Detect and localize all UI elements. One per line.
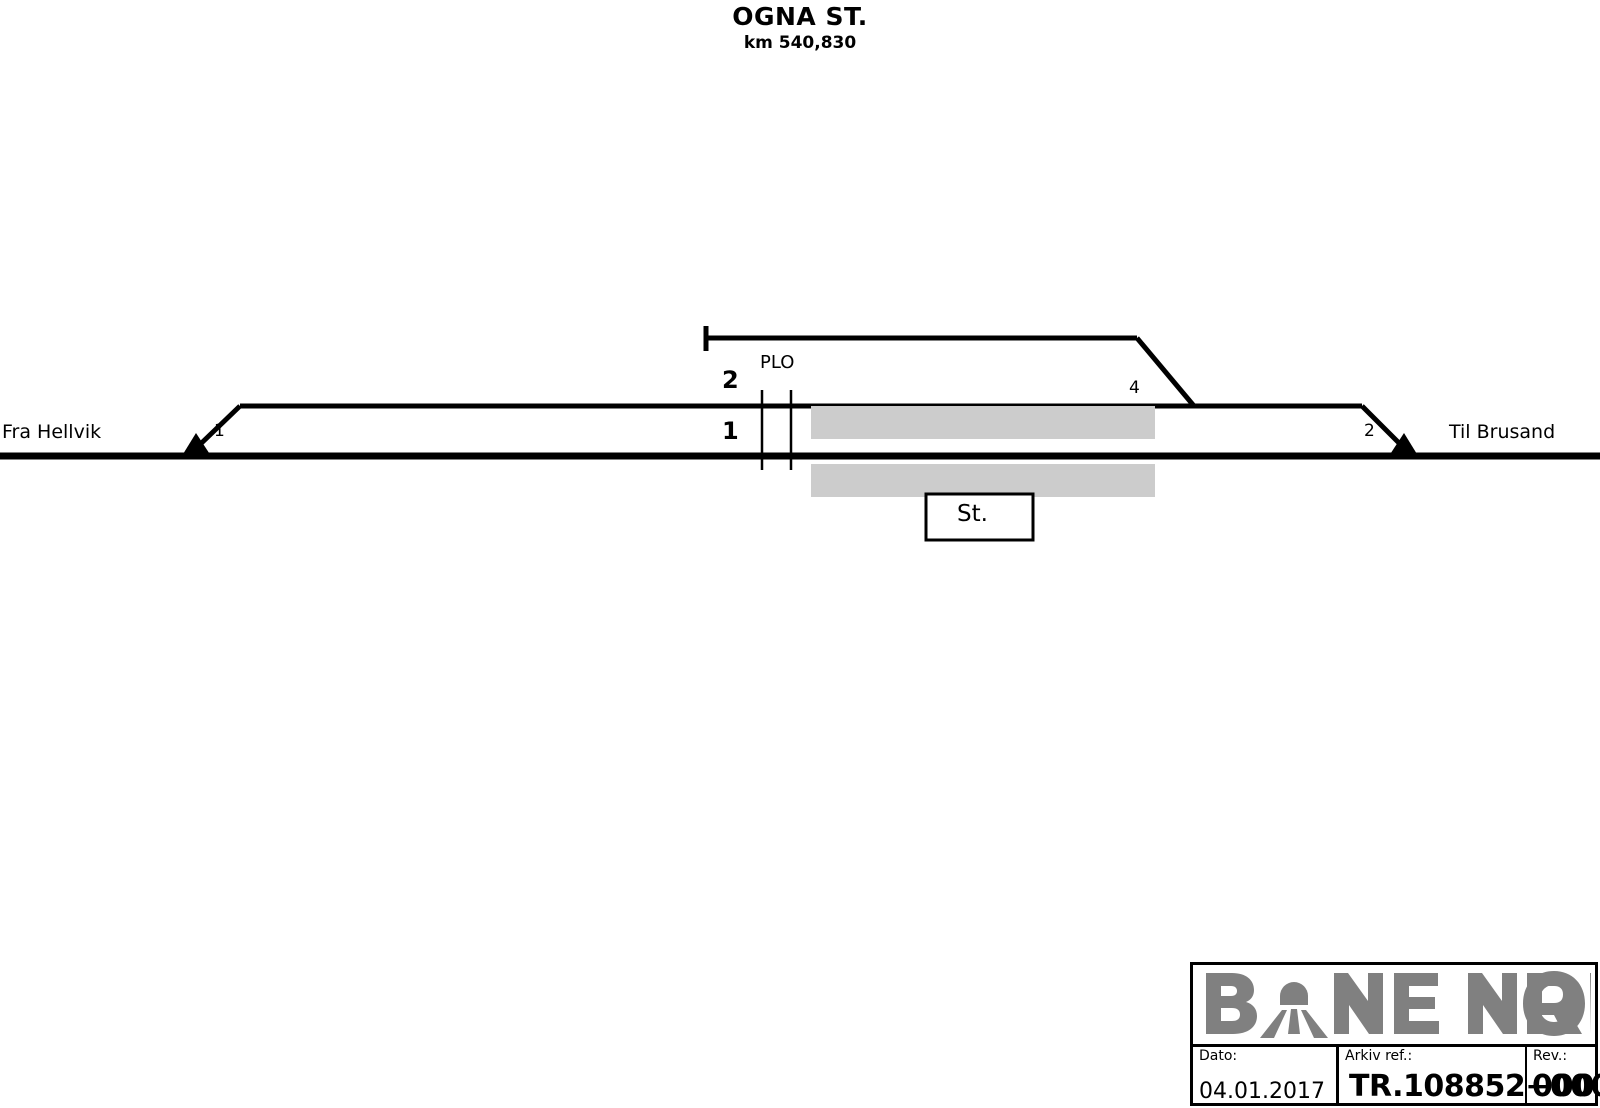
switch-2-point-triangle	[1387, 433, 1420, 459]
page-title: OGNA ST.	[732, 2, 868, 31]
platform-upper	[811, 406, 1155, 439]
platform-lower	[811, 464, 1155, 497]
switch-4-label: 4	[1129, 378, 1140, 398]
track-number-1: 1	[722, 417, 739, 445]
revision-caption: Rev.:	[1533, 1048, 1568, 1064]
date-value: 04.01.2017	[1199, 1079, 1325, 1104]
switch-1-point-triangle	[180, 433, 213, 459]
track-number-2: 2	[722, 366, 739, 394]
label-to-brusand: Til Brusand	[1449, 421, 1556, 443]
switch-1-label: 1	[214, 421, 225, 441]
bane-nor-logo-r	[1527, 973, 1582, 1034]
km-subtitle: km 540,830	[743, 33, 857, 53]
revision-cell: Rev.: 000	[1527, 1047, 1595, 1106]
switch-4-diagonal	[1135, 336, 1196, 408]
label-from-hellvik: Fra Hellvik	[2, 421, 102, 443]
date-cell: Dato: 04.01.2017	[1193, 1047, 1339, 1106]
title-block: Dato: 04.01.2017 Arkiv ref.: TR.108852−0…	[1190, 962, 1600, 1106]
archive-ref-caption: Arkiv ref.:	[1345, 1048, 1413, 1064]
archive-ref-value: TR.108852−000	[1349, 1069, 1600, 1104]
station-building-label: St.	[957, 501, 988, 527]
station-building-box	[924, 492, 1035, 542]
switch-2-label: 2	[1364, 421, 1375, 441]
archive-ref-cell: Arkiv ref.: TR.108852−000	[1339, 1047, 1600, 1106]
logo-row	[1193, 965, 1595, 1047]
plo-label: PLO	[760, 352, 795, 373]
date-caption: Dato:	[1199, 1048, 1238, 1064]
meta-row: Dato: 04.01.2017 Arkiv ref.: TR.108852−0…	[1193, 1047, 1600, 1106]
revision-value: 000	[1532, 1069, 1595, 1104]
